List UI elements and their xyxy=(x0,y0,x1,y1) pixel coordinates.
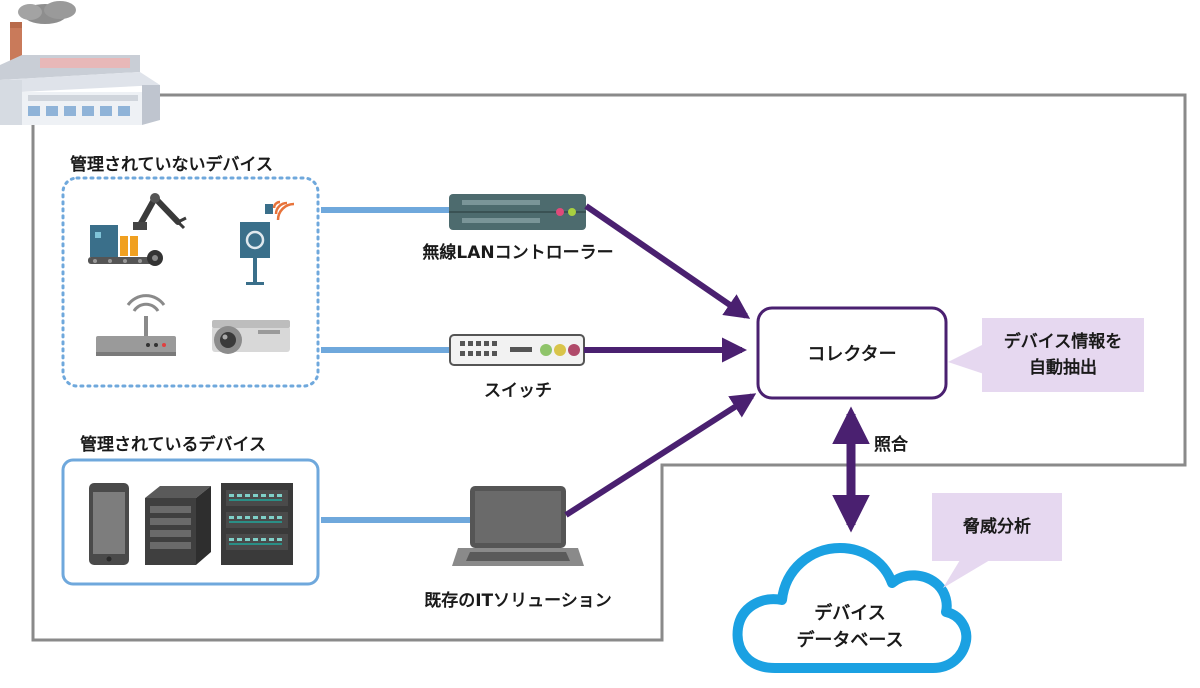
callout-extract xyxy=(948,318,1144,392)
switch-label: スイッチ xyxy=(484,381,552,401)
callout-extract-line1: デバイス情報を xyxy=(1003,332,1123,352)
managed-devices-label: 管理されているデバイス xyxy=(80,435,266,455)
cloud-database-icon xyxy=(732,543,972,673)
security-camera-icon xyxy=(212,320,290,354)
arrow-laptop-to-collector xyxy=(564,393,757,518)
database-label: デバイス データベース xyxy=(760,600,940,654)
collector-box xyxy=(756,306,948,400)
server-rack-icon xyxy=(221,483,293,565)
wireless-sensor-icon xyxy=(240,200,295,285)
unmanaged-devices-group xyxy=(61,176,320,388)
database-line1: デバイス xyxy=(814,603,886,624)
unmanaged-devices-label: 管理されていないデバイス xyxy=(70,155,273,175)
factory-boundary xyxy=(31,93,1187,642)
callout-threat-text: 脅威分析 xyxy=(932,493,1062,561)
callout-threat xyxy=(932,493,1062,588)
robot-arm-conveyor-icon xyxy=(88,193,187,266)
wireless-lan-controller-label: 無線LANコントローラー xyxy=(422,243,614,263)
network-switch-icon xyxy=(449,334,585,366)
callout-extract-line2: 自動抽出 xyxy=(1029,358,1097,378)
arrow-controller-to-collector xyxy=(584,203,751,319)
callout-extract-text: デバイス情報を 自動抽出 xyxy=(982,318,1144,392)
database-line2: データベース xyxy=(796,630,904,651)
existing-it-solution-label: 既存のITソリューション xyxy=(424,591,612,611)
wifi-router-icon xyxy=(96,294,176,356)
match-label: 照合 xyxy=(874,435,908,455)
factory-icon xyxy=(0,1,160,125)
laptop-icon xyxy=(452,486,584,566)
managed-devices-group xyxy=(61,458,320,586)
wireless-lan-controller-icon xyxy=(449,194,586,230)
callout-threat-label: 脅威分析 xyxy=(963,517,1031,537)
collector-label: コレクター xyxy=(807,344,897,365)
smartphone-icon xyxy=(89,483,129,565)
server-tower-icon xyxy=(145,486,211,565)
